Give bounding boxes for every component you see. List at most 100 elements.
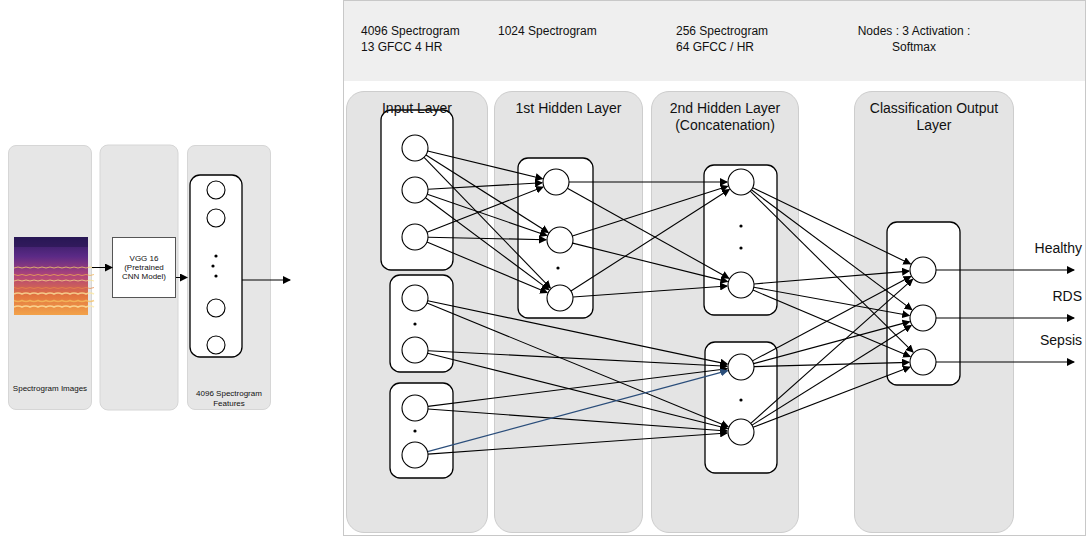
layer-panel: Classification Output Layer [854, 91, 1014, 533]
neuron-link [753, 290, 910, 356]
neuron-link [425, 198, 548, 290]
neuron-link [427, 194, 546, 235]
output-arrow [936, 269, 1074, 270]
neuron-link [428, 433, 727, 454]
neuron-group-box [381, 110, 453, 270]
neuron-link [754, 322, 910, 364]
neuron-link [428, 351, 727, 367]
class-label: Sepsis [1024, 332, 1082, 349]
node-label: 2nd Hidden Layer (Concatenation) [658, 100, 792, 134]
neuron-link [428, 237, 546, 239]
neuron [728, 419, 754, 445]
spectrogram-streak [14, 275, 94, 276]
neuron-group-box [704, 165, 777, 315]
layer-size-note: 4096 Spectrogram 13 GFCC 4 HR [361, 23, 469, 55]
neuron-link [750, 191, 913, 352]
neuron-link [573, 243, 728, 281]
ellipsis-dot [214, 254, 217, 257]
neuron [543, 169, 569, 195]
neuron-link [428, 409, 727, 431]
flow-arrow [92, 267, 112, 268]
class-label: RDS [1024, 288, 1082, 305]
neuron-link [569, 181, 727, 182]
neuron-group-box [887, 222, 960, 385]
spectrogram-streaks [14, 237, 94, 307]
neuron [207, 181, 225, 199]
spectrogram-streak [14, 293, 94, 294]
layer-panel: Input Layer [346, 91, 488, 533]
vgg-panel [100, 145, 178, 410]
neuron [910, 305, 936, 331]
neuron [207, 209, 225, 227]
neuron-link [428, 371, 728, 452]
neuron [910, 349, 936, 375]
neuron [728, 169, 754, 195]
ellipsis-dot [739, 398, 742, 401]
node-label: VGG 16 (Pretrained CNN Model) [116, 254, 172, 282]
neuron-group-box [390, 383, 453, 478]
neuron-link [571, 190, 729, 291]
spectrogram-band [14, 237, 88, 247]
neuron [728, 354, 754, 380]
neuron [910, 257, 936, 283]
neuron-link [428, 353, 728, 428]
neuron-group-box [390, 275, 453, 372]
neuron-group-box [705, 342, 777, 473]
neuron-groups [190, 110, 960, 478]
node-label: Spectrogram Images [11, 384, 89, 394]
neuron-network [190, 110, 1074, 478]
ellipsis-dot [739, 224, 742, 227]
neuron [207, 299, 225, 317]
neuron [402, 337, 428, 363]
neuron [402, 285, 428, 311]
neuron [402, 442, 428, 468]
neuron-link [754, 362, 909, 366]
neuron-link [754, 287, 909, 315]
neuron-link [752, 277, 910, 361]
neuron [207, 336, 225, 354]
neuron [402, 395, 428, 421]
neuron-link [428, 301, 728, 364]
neuron-group-box [190, 175, 242, 357]
ellipsis-dot [413, 429, 416, 432]
layer-panel: 1st Hidden Layer [494, 91, 643, 533]
layer-panel: 2nd Hidden Layer (Concatenation) [651, 91, 799, 533]
ellipsis-dot [556, 266, 559, 269]
spectrogram-streak [14, 301, 94, 302]
neuron-group-box [518, 158, 593, 318]
ellipsis-dot [413, 322, 416, 325]
cnn-model-box: VGG 16 (Pretrained CNN Model) [112, 237, 176, 298]
neuron-link [427, 187, 543, 232]
neuron-link [428, 369, 727, 407]
flow-arrow [176, 277, 187, 278]
neuron-link [753, 367, 910, 427]
spectrogram-streak [14, 280, 94, 281]
neuron-link [572, 186, 727, 236]
neuron-link [428, 183, 542, 189]
layer-size-note: Nodes : 3 Activation : Softmax [844, 23, 984, 55]
neuron [547, 227, 573, 253]
neuron-link [751, 190, 911, 310]
neuron [402, 177, 428, 203]
neuron [547, 285, 573, 311]
output-arrow [936, 317, 1074, 318]
layer-size-note: 1024 Spectrogram [498, 23, 628, 39]
neuron-link [424, 157, 550, 288]
neuron [728, 272, 754, 298]
neuron [402, 135, 428, 161]
neuron-link [428, 151, 543, 179]
node-label: 4096 Spectrogram Features [190, 389, 268, 408]
ellipsis-dot [739, 246, 742, 249]
neuron-link [427, 242, 547, 293]
ellipsis-dot [211, 264, 214, 267]
neuron [402, 224, 428, 250]
neuron-link [573, 286, 727, 297]
neuron-link [426, 155, 548, 233]
ellipsis-dot [214, 274, 217, 277]
node-label: Input Layer [353, 100, 481, 117]
node-label: Classification Output Layer [861, 100, 1007, 134]
neuron-link [427, 303, 728, 427]
feature-arrow [242, 280, 290, 281]
layer-size-note: 256 Spectrogram 64 GFCC / HR [676, 23, 784, 55]
